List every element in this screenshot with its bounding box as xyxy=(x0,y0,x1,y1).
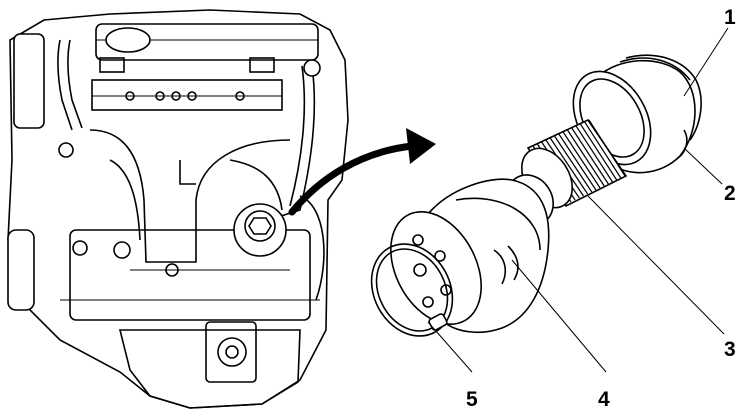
pleat-line xyxy=(571,127,609,185)
callout-4: 4 xyxy=(598,388,610,411)
filter-housing xyxy=(390,178,550,334)
callout-3: 3 xyxy=(724,338,736,361)
pleat-line xyxy=(584,121,622,179)
callout-1: 1 xyxy=(724,6,736,29)
pleat-line xyxy=(579,123,618,181)
pleat-line xyxy=(554,135,593,193)
pleat-line xyxy=(562,131,601,189)
pleat-line xyxy=(575,125,614,183)
callout-5: 5 xyxy=(466,388,478,411)
pleat-line xyxy=(588,119,626,177)
direction-arrow xyxy=(288,128,436,216)
leader-lines xyxy=(427,27,729,373)
pleat-line xyxy=(558,133,597,191)
pleat-line xyxy=(566,129,605,187)
callout-2: 2 xyxy=(724,182,736,205)
sealing-ring xyxy=(370,243,454,337)
engine-block xyxy=(7,9,349,409)
pleat-line xyxy=(549,137,589,195)
